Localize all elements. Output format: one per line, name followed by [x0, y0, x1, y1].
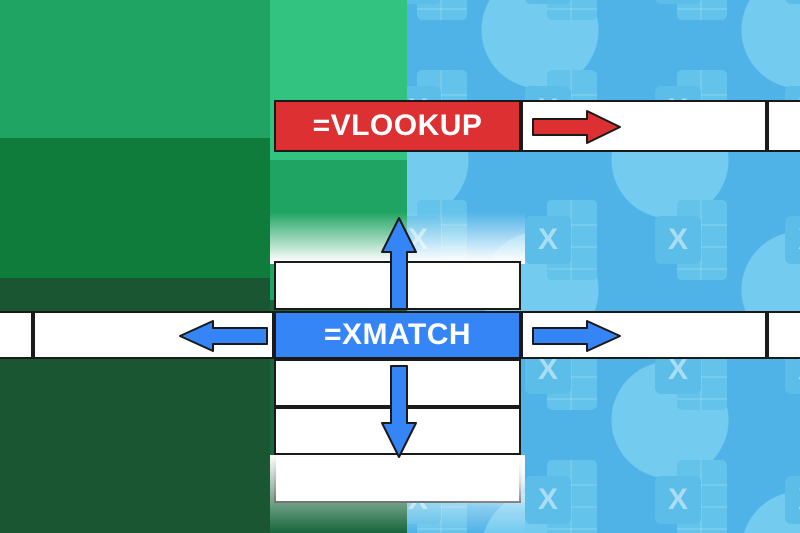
- green-panel-left: [0, 0, 270, 533]
- excel-x-icon: X: [525, 460, 597, 533]
- xmatch-label: =XMATCH: [323, 318, 472, 351]
- vlookup-right-arrow: [532, 110, 622, 144]
- excel-icon-grid: [677, 0, 727, 20]
- vlookup-label: =VLOOKUP: [312, 109, 483, 142]
- excel-icon-sheet: [547, 0, 597, 20]
- xmatch-up-arrow: [380, 216, 418, 310]
- green-band-1: [0, 0, 270, 138]
- excel-icon-grid: [417, 0, 467, 20]
- excel-x-icon: X: [655, 460, 727, 533]
- excel-x-icon: X: [655, 200, 727, 280]
- excel-icon-sheet: [417, 0, 467, 20]
- excel-icon-grid: [547, 0, 597, 20]
- green-band-3: [0, 278, 270, 311]
- excel-x-icon: X: [525, 0, 597, 20]
- vlookup-overflow-cell[interactable]: [767, 100, 800, 152]
- excel-x-icon: X: [655, 0, 727, 20]
- excel-icon-letter: X: [525, 476, 571, 524]
- excel-icon-sheet: [677, 0, 727, 20]
- xmatch-row-right-cell-2[interactable]: [767, 311, 800, 359]
- excel-x-icon: X: [785, 0, 800, 20]
- xmatch-row-left-cell-1[interactable]: [0, 311, 33, 359]
- xmatch-down-arrow: [380, 365, 418, 459]
- xmatch-left-arrow: [178, 320, 268, 352]
- excel-icon-letter: X: [525, 216, 571, 264]
- excel-icon-letter: X: [785, 216, 800, 264]
- excel-x-icon: X: [395, 0, 467, 20]
- green-band-2: [0, 138, 270, 278]
- excel-icon-letter: X: [655, 476, 701, 524]
- excel-x-icon: X: [785, 200, 800, 280]
- green-band-5: [0, 359, 270, 533]
- excel-icon-letter: X: [525, 0, 571, 4]
- excel-x-icon: X: [785, 460, 800, 533]
- xmatch-formula-cell[interactable]: =XMATCH: [274, 311, 521, 359]
- excel-x-icon: X: [525, 200, 597, 280]
- sheet-fade-bottom-glow: [270, 455, 525, 533]
- excel-icon-letter: X: [785, 476, 800, 524]
- excel-icon-letter: X: [655, 0, 701, 4]
- excel-icon-letter: X: [655, 216, 701, 264]
- excel-icon-letter: X: [785, 0, 800, 4]
- vlookup-formula-cell[interactable]: =VLOOKUP: [274, 100, 521, 152]
- excel-icon-letter: X: [395, 0, 441, 4]
- xmatch-right-arrow: [532, 320, 622, 352]
